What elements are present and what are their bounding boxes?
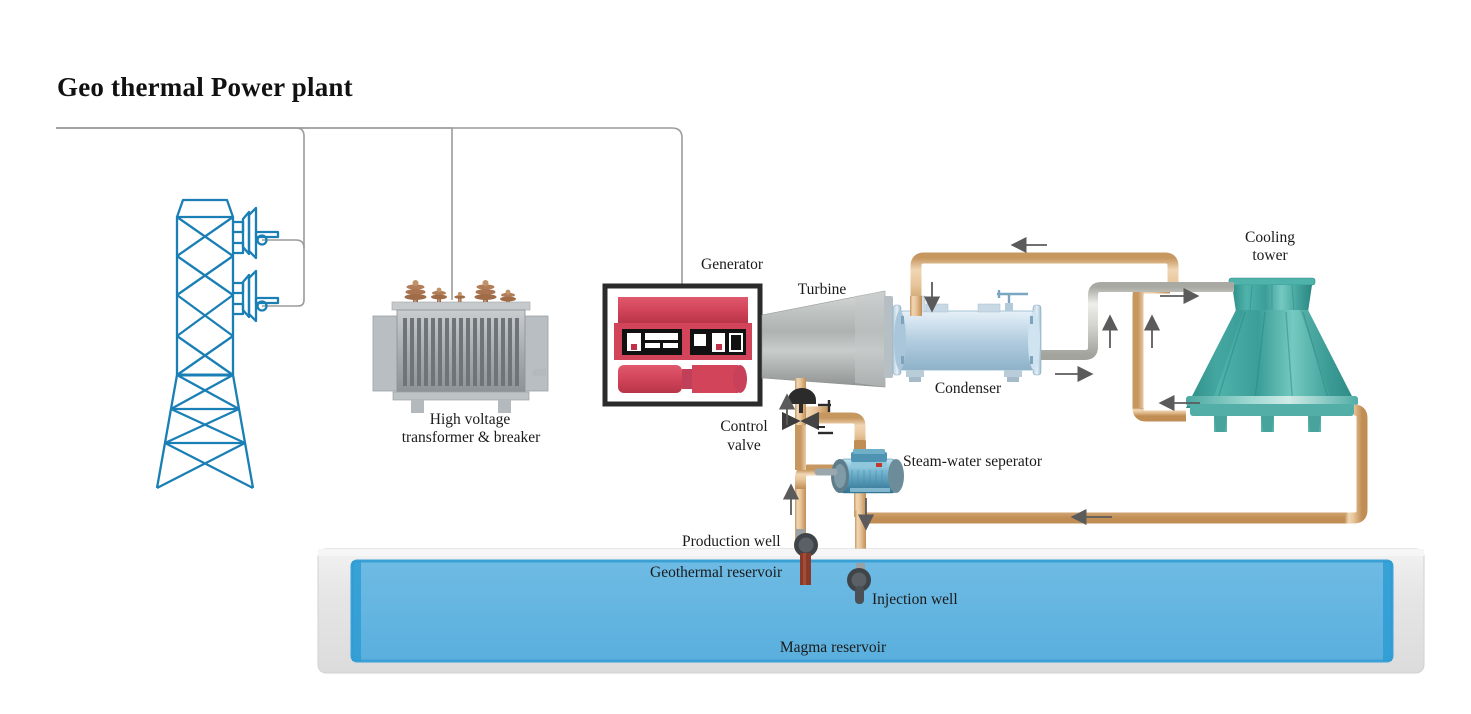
label-control-valve-line2: valve	[727, 437, 761, 454]
label-transformer-line1: High voltage	[429, 411, 511, 428]
label-geothermal-reservoir: Geothermal reservoir	[650, 564, 783, 581]
injection-wellhead	[847, 563, 871, 604]
condenser-valve-handle	[997, 290, 1028, 305]
label-turbine: Turbine	[797, 281, 847, 298]
label-injection-well: Injection well	[872, 591, 958, 608]
production-wellhead	[794, 529, 818, 585]
subsurface-block	[317, 548, 1425, 674]
tower-insulator-upper	[233, 206, 280, 260]
transformer-bushings	[404, 280, 516, 302]
label-cooling-tower-line1: Cooling	[1245, 229, 1295, 246]
label-steam-water-separator: Steam-water seperator	[903, 453, 1043, 470]
flow-arrow-group	[778, 236, 1200, 531]
page-title: Geo thermal Power plant	[57, 72, 353, 102]
label-condenser: Condenser	[934, 380, 1002, 397]
cooling-water-pipe-network	[1041, 282, 1234, 360]
generator-unit	[602, 283, 763, 407]
label-generator: Generator	[701, 256, 763, 273]
power-transmission-lines	[56, 127, 683, 307]
label-cooling-tower-line2: tower	[1252, 247, 1288, 264]
steam-water-separator	[814, 449, 904, 494]
turbine	[761, 290, 893, 388]
cooling-tower	[1186, 277, 1358, 432]
label-control-valve-line1: Control	[720, 418, 768, 435]
label-magma-reservoir: Magma reservoir	[779, 639, 887, 656]
tower-insulator-lower	[233, 269, 280, 323]
condenser	[892, 290, 1069, 382]
label-production-well: Production well	[682, 533, 781, 550]
label-transformer-line2: transformer & breaker	[401, 429, 541, 446]
high-voltage-transformer	[372, 280, 549, 413]
